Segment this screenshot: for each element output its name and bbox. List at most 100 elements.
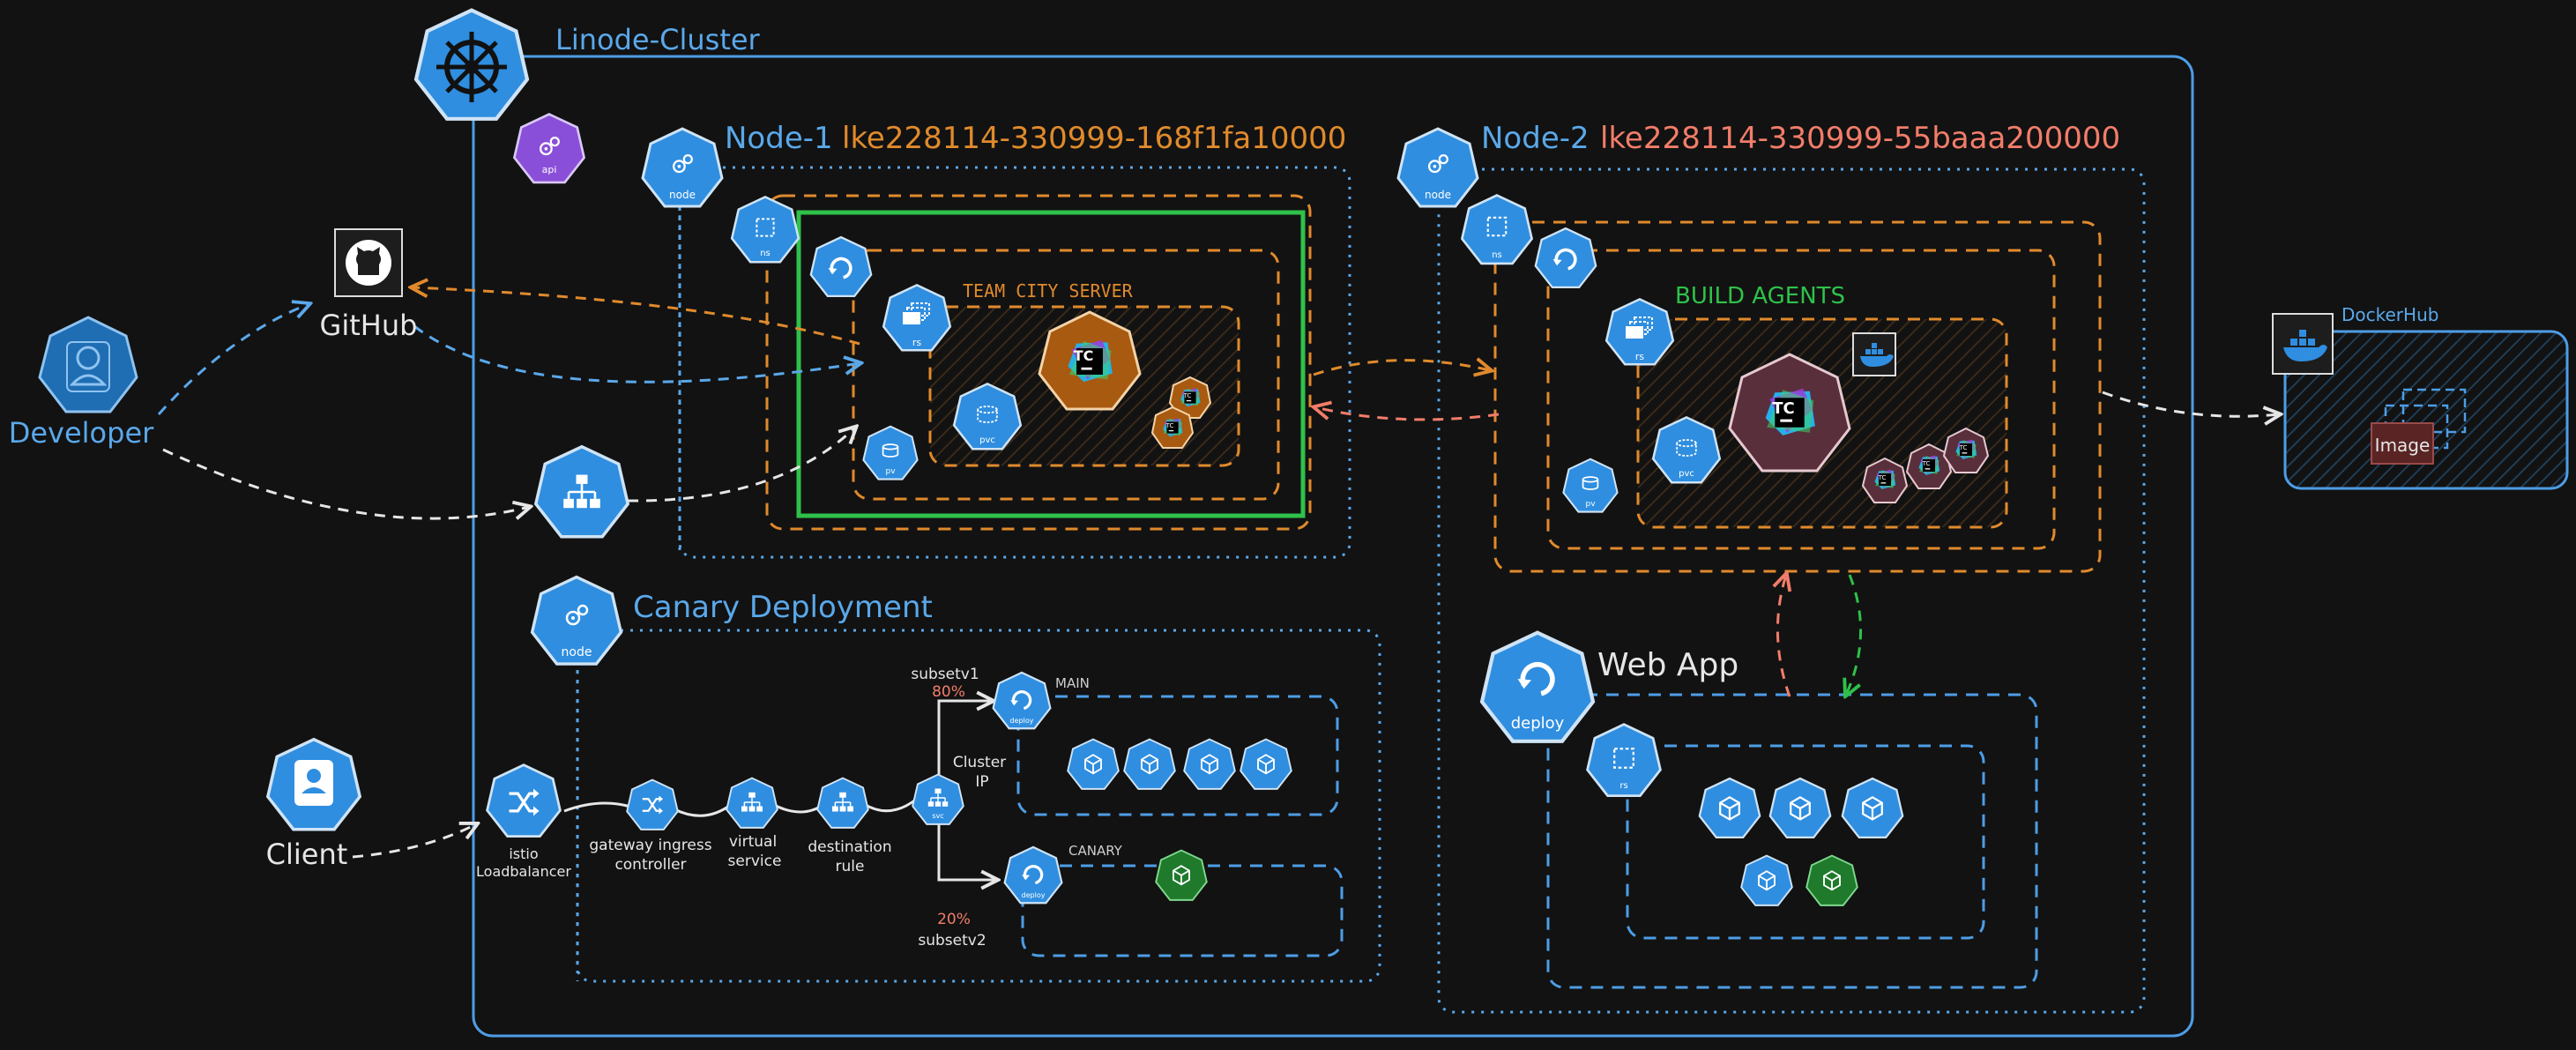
webapp-pod-2 (1768, 777, 1832, 839)
svg-text:deploy: deploy (1022, 891, 1046, 899)
destination-rule-icon (816, 777, 869, 829)
cluster-ip-label-1: Cluster (953, 754, 1006, 771)
client-icon (266, 737, 361, 831)
subset2-percent: 20% (937, 911, 971, 928)
svg-text:rs: rs (1635, 351, 1645, 362)
virtual-service-label-1: virtual (729, 833, 777, 851)
teamcity-highlight (796, 210, 1306, 518)
webapp-deploy-icon: deploy (1482, 633, 1593, 741)
canary-pod (1155, 849, 1208, 901)
dockerhub-label: DockerHub (2341, 304, 2438, 325)
node2-id: lke228114-330999-55baaa200000 (1600, 121, 2120, 156)
virtual-service-label-2: service (728, 853, 782, 870)
main-pod-2 (1123, 738, 1176, 790)
node1-prefix: Node-1 (725, 121, 833, 156)
webapp-pod-1 (1698, 777, 1761, 839)
canary-deploy-box (1021, 864, 1344, 957)
teamcity-to-github-arrow (413, 287, 860, 346)
node2-ns-icon: ns (1461, 194, 1533, 265)
github-icon[interactable] (334, 228, 403, 297)
virtual-service-icon (726, 777, 778, 829)
agents-to-webapp-arrow (1846, 574, 1862, 695)
dev-to-github-arrow (157, 304, 309, 415)
teamcity-pod-icon-2: TC (1150, 406, 1195, 449)
cluster-title: Linode-Cluster (555, 23, 761, 56)
docker-icon (1852, 332, 1896, 376)
istio-label-2: Loadbalancer (476, 863, 571, 880)
canary-deploy-icon: deploy (1003, 845, 1063, 905)
node2-rs-icon: rs (1604, 298, 1675, 366)
canary-flow (563, 701, 996, 880)
node2-pv-icon: pv (1562, 458, 1619, 513)
teamcity-server-icon: TC (1038, 310, 1142, 411)
subset1-label: subsetv1 (911, 666, 979, 683)
svg-text:TC: TC (1183, 392, 1192, 399)
node2-to-dockerhub-arrow (2102, 391, 2279, 416)
svg-text:pvc: pvc (1679, 469, 1694, 479)
svg-text:deploy: deploy (1010, 717, 1034, 725)
subset1-percent: 80% (932, 683, 965, 701)
svg-text:node: node (669, 189, 696, 201)
teamcity-server-label: TEAM CITY SERVER (963, 280, 1134, 302)
node1-boundary (678, 166, 1351, 559)
destination-rule-label-1: destination (808, 838, 891, 856)
node1-ns-icon: ns (730, 196, 800, 264)
node2-prefix: Node-2 (1481, 121, 1590, 156)
svg-text:api: api (542, 164, 557, 175)
node2-icon: node (1396, 127, 1479, 208)
cluster-helm-icon (416, 11, 527, 119)
lb-to-teamcity-arrow (627, 428, 855, 503)
webapp-rs-icon: rs (1586, 723, 1662, 798)
api-server-icon: api (513, 113, 585, 184)
svg-text:svc: svc (932, 812, 943, 820)
canary-label: CANARY (1068, 843, 1123, 859)
node2-pvc-icon: pvc (1651, 416, 1722, 484)
github-label: GitHub (320, 309, 418, 342)
node2-to-node1-arrow (1315, 407, 1500, 421)
svg-text:pv: pv (1585, 500, 1596, 509)
node1-rs-icon: rs (882, 284, 952, 352)
webapp-pod-canary (1805, 854, 1858, 906)
destination-rule-label-2: rule (836, 858, 865, 875)
svg-text:pvc: pvc (979, 436, 995, 445)
main-deploy-icon: deploy (992, 671, 1052, 730)
svg-text:node: node (562, 645, 592, 659)
subset2-label: subsetv2 (918, 932, 986, 949)
canary-title: Canary Deployment (633, 590, 933, 625)
webapp-to-agents-arrow (1777, 575, 1790, 697)
svg-text:rs: rs (912, 337, 922, 348)
build-agent-pod-icon-3: TC (1942, 427, 1990, 473)
webapp-title: Web App (1597, 647, 1738, 683)
github-to-teamcity-arrow (413, 324, 860, 384)
svg-text:TC: TC (1959, 444, 1968, 451)
svg-text:TC: TC (1165, 422, 1174, 429)
connectors (157, 123, 2279, 859)
svg-text:TC: TC (1878, 474, 1887, 481)
dockerhub-box (2283, 330, 2569, 490)
main-pod-3 (1183, 738, 1236, 790)
build-agent-server-icon: TC (1728, 353, 1851, 473)
webapp-pod-4 (1740, 854, 1793, 906)
main-deploy-box (1016, 695, 1339, 816)
build-agents-label: BUILD AGENTS (1675, 283, 1845, 309)
svg-text:TC: TC (1074, 347, 1094, 364)
node2-boundary (1437, 168, 2146, 1014)
load-balancer-icon (534, 444, 629, 539)
svg-text:ns: ns (760, 249, 771, 258)
webapp-deploy-box (1546, 693, 2038, 989)
gateway-ingress-icon (626, 778, 679, 830)
webapp-rs-box (1626, 744, 1985, 940)
gateway-label-2: controller (614, 856, 686, 874)
node1-id: lke228114-330999-168f1fa10000 (842, 121, 1346, 156)
istio-label-1: istio (509, 845, 538, 862)
node1-pvc-icon: pvc (952, 383, 1023, 451)
node2-deploy-box (1546, 249, 2056, 550)
cluster-ip-label-2: IP (975, 773, 988, 791)
cluster-boundary (472, 55, 2194, 1038)
node1-to-node2-arrow (1313, 361, 1490, 375)
dockerhub-image-box[interactable] (2371, 422, 2434, 465)
svg-text:node: node (1425, 189, 1451, 201)
cluster-ip-svc-icon: svc (912, 773, 964, 825)
dockerhub-icon (2272, 313, 2334, 375)
